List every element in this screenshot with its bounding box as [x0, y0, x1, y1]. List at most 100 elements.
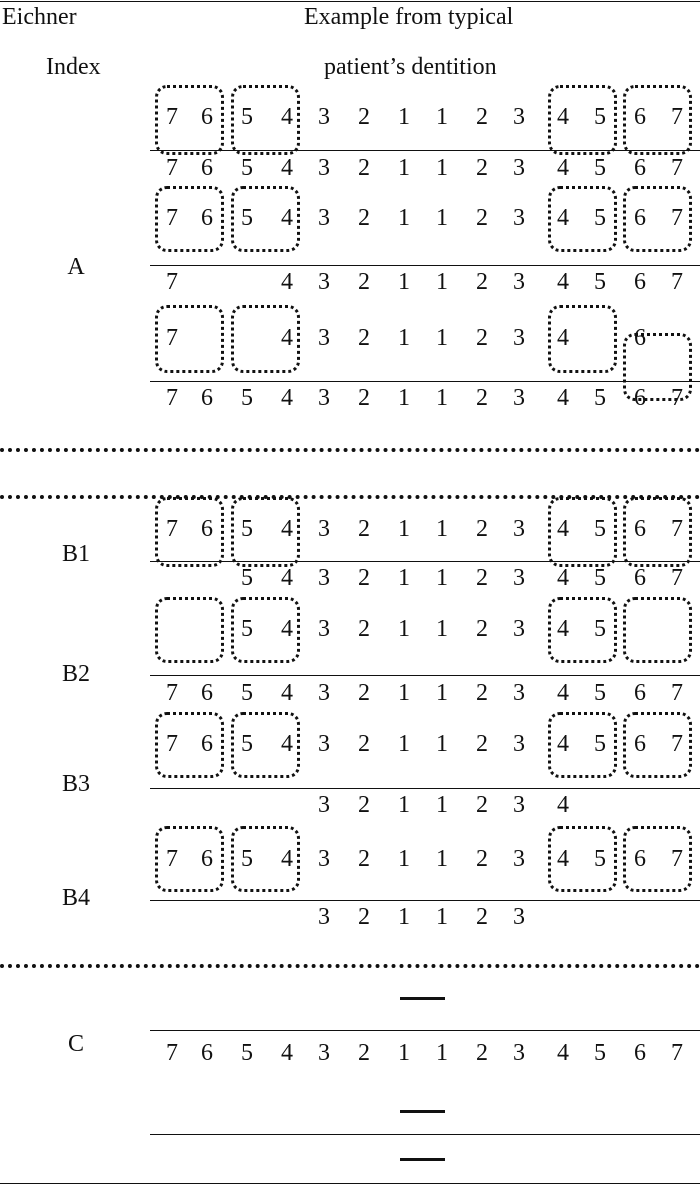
tooth-number: 4 [557, 616, 569, 642]
tooth-number: 2 [358, 565, 370, 591]
index-label-b4: B4 [61, 885, 91, 911]
tooth-number: 3 [513, 205, 525, 231]
column-header-index-line1: Eichner [2, 4, 77, 30]
tooth-number: 3 [318, 731, 330, 757]
tooth-number: 1 [398, 385, 410, 411]
tooth-number: 3 [513, 385, 525, 411]
tooth-number: 4 [557, 205, 569, 231]
tooth-number: 1 [436, 731, 448, 757]
tooth-number: 2 [476, 155, 488, 181]
tooth-number: 1 [436, 325, 448, 351]
tooth-number: 2 [358, 385, 370, 411]
tooth-number: 1 [436, 616, 448, 642]
tooth-number: 2 [476, 731, 488, 757]
tooth-number: 1 [436, 846, 448, 872]
support-zone-box [548, 186, 617, 252]
tooth-number: 1 [398, 325, 410, 351]
tooth-number: 2 [476, 205, 488, 231]
tooth-number: 2 [358, 516, 370, 542]
support-zone-box [623, 85, 692, 155]
tooth-number: 4 [281, 680, 293, 706]
tooth-number: 7 [671, 516, 683, 542]
tooth-number: 2 [358, 616, 370, 642]
tooth-number: 7 [671, 680, 683, 706]
tooth-number: 3 [513, 325, 525, 351]
support-zone-box [155, 186, 224, 252]
group-separator-a [0, 448, 700, 452]
tooth-number: 7 [166, 1040, 178, 1066]
tooth-number: 3 [318, 1040, 330, 1066]
tooth-number: 4 [281, 205, 293, 231]
tooth-number: 4 [281, 155, 293, 181]
support-zone-box [548, 85, 617, 155]
tooth-number: 3 [318, 325, 330, 351]
tooth-number: 3 [513, 269, 525, 295]
tooth-number: 6 [201, 104, 213, 130]
tooth-number: 4 [557, 731, 569, 757]
tooth-number: 6 [634, 680, 646, 706]
tooth-number: 4 [557, 565, 569, 591]
tooth-number: 3 [513, 904, 525, 930]
tooth-number: 6 [201, 205, 213, 231]
tooth-number: 3 [318, 516, 330, 542]
tooth-number: 2 [358, 205, 370, 231]
tooth-number: 5 [241, 205, 253, 231]
tooth-number: 6 [634, 385, 646, 411]
tooth-number: 2 [476, 904, 488, 930]
support-zone-box [231, 186, 300, 252]
tooth-number: 3 [318, 155, 330, 181]
tooth-number: 6 [634, 269, 646, 295]
index-label-a: A [67, 254, 85, 280]
support-zone-box [155, 497, 224, 567]
column-header-index-line2: Index [46, 54, 101, 80]
tooth-number: 4 [557, 385, 569, 411]
occlusal-line-a1 [150, 150, 700, 151]
tooth-number: 7 [166, 325, 178, 351]
support-zone-box [623, 333, 692, 401]
occlusal-line-b2 [150, 675, 700, 676]
support-zone-box [548, 597, 617, 663]
tooth-number: 4 [281, 385, 293, 411]
tooth-number: 1 [436, 385, 448, 411]
tooth-number: 6 [201, 516, 213, 542]
no-contact-dash [400, 1158, 445, 1161]
tooth-number: 1 [436, 792, 448, 818]
tooth-number: 5 [241, 616, 253, 642]
tooth-number: 5 [594, 846, 606, 872]
tooth-number: 4 [557, 792, 569, 818]
tooth-number: 4 [557, 516, 569, 542]
tooth-number: 1 [436, 269, 448, 295]
tooth-number: 3 [513, 1040, 525, 1066]
tooth-number: 1 [398, 1040, 410, 1066]
tooth-number: 2 [358, 325, 370, 351]
support-zone-box [231, 826, 300, 892]
tooth-number: 1 [398, 731, 410, 757]
tooth-number: 5 [594, 616, 606, 642]
tooth-number: 5 [241, 846, 253, 872]
index-label-b3: B3 [61, 771, 91, 797]
tooth-number: 6 [634, 1040, 646, 1066]
tooth-number: 2 [476, 846, 488, 872]
tooth-number: 1 [436, 680, 448, 706]
support-zone-box [231, 597, 300, 663]
tooth-number: 3 [513, 792, 525, 818]
tooth-number: 3 [318, 205, 330, 231]
tooth-number: 3 [318, 846, 330, 872]
occlusal-line-b3 [150, 788, 700, 789]
tooth-number: 7 [671, 846, 683, 872]
tooth-number: 5 [241, 104, 253, 130]
support-zone-box [155, 597, 224, 663]
tooth-number: 2 [358, 104, 370, 130]
tooth-number: 7 [166, 155, 178, 181]
tooth-number: 3 [513, 680, 525, 706]
tooth-number: 7 [671, 104, 683, 130]
tooth-number: 6 [201, 731, 213, 757]
index-label-b2: B2 [61, 661, 91, 687]
table-bottom-rule [0, 1183, 700, 1184]
group-separator-b-bottom [0, 964, 700, 968]
tooth-number: 3 [318, 565, 330, 591]
tooth-number: 5 [241, 565, 253, 591]
support-zone-box [155, 85, 224, 155]
tooth-number: 5 [241, 516, 253, 542]
tooth-number: 2 [358, 846, 370, 872]
